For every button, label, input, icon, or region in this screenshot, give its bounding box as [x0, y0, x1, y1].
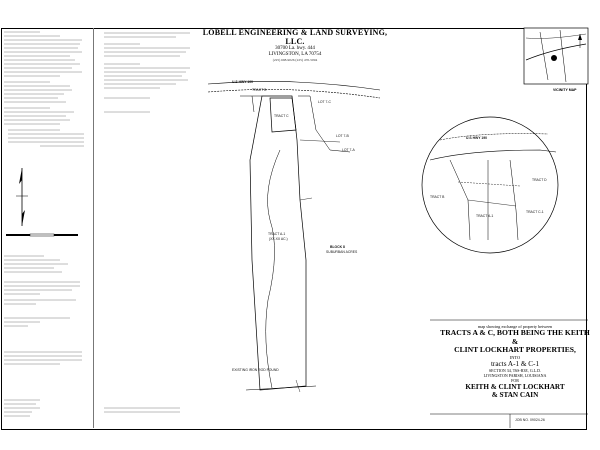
tract-a1-area: (XX.XX AC.) — [269, 237, 288, 241]
title-line-4: INTO — [509, 354, 521, 360]
title-line-10: & STAN CAIN — [491, 391, 539, 399]
title-block: map showing exchange of property between… — [440, 324, 590, 399]
detail-tract-c1-label: TRACT C-1 — [526, 210, 544, 214]
tract-b-label: TRACT B — [252, 88, 267, 92]
title-line-5: tracts A-1 & C-1 — [490, 360, 540, 368]
tract-c-label: TRACT C — [274, 114, 289, 118]
middle-notes-lines — [104, 32, 190, 113]
firm-name: LOBELL ENGINEERING & LAND SURVEYING, LLC… — [202, 28, 388, 46]
subdivision-label: SUBURBAN ACRES — [326, 250, 358, 254]
lot-7a-label: LOT 7-A — [342, 148, 355, 152]
title-line-2: TRACTS A & C, BOTH BEING THE KEITH & — [440, 328, 590, 346]
vicinity-map-label: VICINITY MAP — [553, 88, 577, 92]
sheet-border — [1, 28, 587, 430]
notes-column — [2, 28, 94, 428]
iron-rod-note: EXISTING IRON ROD FOUND — [232, 368, 279, 372]
signature-lines — [104, 407, 180, 413]
title-line-1: map showing exchange of property between — [477, 324, 553, 329]
firm-phone: (225) 698-9026 (225) 470-5094 — [272, 58, 318, 62]
title-line-8: FOR — [511, 378, 519, 383]
detail-highway-label: U.S HWY 190 — [466, 136, 488, 140]
detail-tract-b-label: TRACT B — [430, 195, 445, 199]
detail-tract-d-label: TRACT D — [532, 178, 547, 182]
job-number: JOB NO. 09024-26 — [515, 418, 545, 422]
lot-7c-label: LOT 7-C — [318, 100, 331, 104]
tract-a1-label: TRACT A-1 — [268, 232, 286, 236]
title-line-3: CLINT LOCKHART PROPERTIES, — [454, 345, 576, 354]
title-line-7: LIVINGSTON PARISH, LOUISIANA — [483, 373, 547, 378]
firm-address-line1: 30700 La. hwy. 444 — [275, 46, 315, 51]
firm-header: LOBELL ENGINEERING & LAND SURVEYING, LLC… — [200, 28, 390, 63]
block-label: BLOCK 8 — [330, 245, 345, 249]
lot-7b-label: LOT 7-B — [336, 134, 349, 138]
firm-address-line2: LIVINGSTON, LA 70754 — [268, 52, 322, 57]
left-notes-lines — [4, 31, 84, 417]
title-line-6: SECTION 34, T6S-R3E, G.L.D. — [488, 368, 542, 373]
title-block-box — [430, 319, 588, 428]
detail-circle — [421, 116, 559, 254]
highway-label: U.S HWY 190 — [232, 80, 254, 84]
scale-bar — [6, 233, 78, 237]
detail-tract-a1-label: TRACT A-1 — [476, 214, 494, 218]
title-line-9: KEITH & CLINT LOCKHART — [465, 383, 565, 391]
vicinity-map — [523, 27, 589, 85]
north-arrow-icon — [16, 168, 28, 226]
main-survey-drawing — [207, 81, 381, 393]
